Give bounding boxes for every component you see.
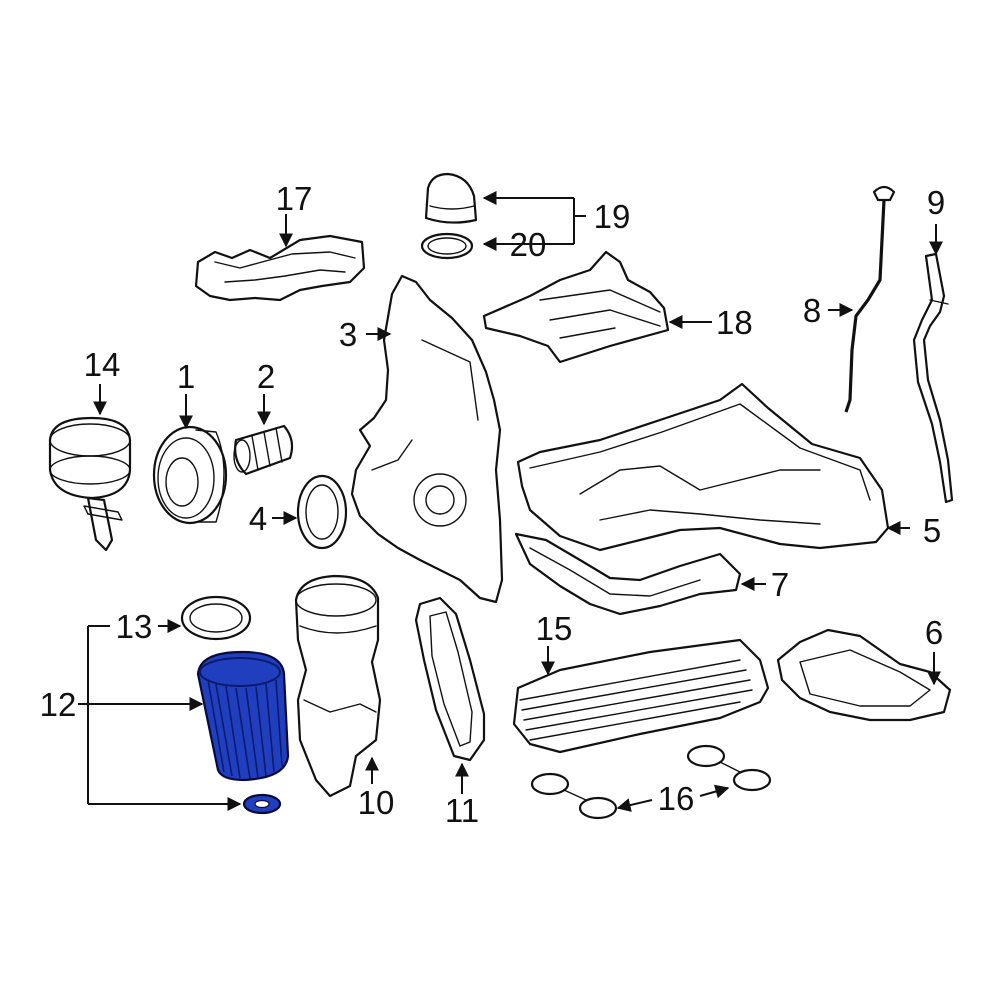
part-15-oil-cooler[interactable] bbox=[512, 638, 770, 754]
callout-16: 16 bbox=[658, 780, 695, 817]
part-7-baffle[interactable] bbox=[514, 532, 742, 616]
part-18-housing[interactable] bbox=[482, 250, 670, 364]
callout-7: 7 bbox=[771, 566, 789, 603]
callout-12: 12 bbox=[40, 686, 77, 723]
callout-8: 8 bbox=[803, 292, 821, 329]
callout-2: 2 bbox=[257, 358, 275, 395]
part-3-timing-cover[interactable] bbox=[350, 274, 504, 604]
callout-19: 19 bbox=[594, 198, 631, 235]
part-17-bracket[interactable] bbox=[194, 234, 366, 302]
part-10-filter-housing[interactable] bbox=[294, 574, 382, 798]
callout-1: 1 bbox=[177, 358, 195, 395]
part-8-dipstick[interactable] bbox=[844, 185, 896, 413]
part-6-oil-pan-lower[interactable] bbox=[776, 628, 952, 722]
part-4-seal[interactable] bbox=[296, 474, 348, 550]
callout-15: 15 bbox=[536, 610, 573, 647]
part-2-sleeve[interactable] bbox=[233, 424, 294, 476]
callout-3: 3 bbox=[339, 316, 357, 353]
part-12-oil-filter[interactable] bbox=[196, 650, 290, 782]
part-12-small-seal[interactable] bbox=[242, 793, 282, 815]
part-13-seal-ring[interactable] bbox=[180, 595, 252, 641]
part-9-dipstick-tube[interactable] bbox=[912, 252, 954, 504]
callout-18: 18 bbox=[716, 304, 753, 341]
part-1-pulley[interactable] bbox=[152, 425, 228, 525]
part-19-filler-cap[interactable] bbox=[424, 172, 478, 224]
callout-14: 14 bbox=[84, 346, 121, 383]
part-5-oil-pan[interactable] bbox=[516, 382, 890, 552]
part-11-gasket[interactable] bbox=[414, 596, 486, 762]
callout-labels: 17 19 20 9 8 18 3 14 1 2 4 5 7 13 15 6 1… bbox=[40, 180, 946, 829]
callout-9: 9 bbox=[927, 184, 945, 221]
callout-4: 4 bbox=[249, 500, 267, 537]
callout-17: 17 bbox=[276, 180, 313, 217]
callout-11: 11 bbox=[445, 792, 479, 829]
part-16-seals[interactable] bbox=[530, 744, 772, 820]
callout-6: 6 bbox=[925, 614, 943, 651]
part-20-seal-ring[interactable] bbox=[420, 232, 474, 260]
callout-10: 10 bbox=[358, 784, 395, 821]
callout-20: 20 bbox=[510, 226, 547, 263]
part-14-actuator[interactable] bbox=[48, 416, 132, 552]
leader-lines bbox=[78, 191, 943, 812]
callout-13: 13 bbox=[116, 608, 153, 645]
callout-5: 5 bbox=[923, 512, 941, 549]
